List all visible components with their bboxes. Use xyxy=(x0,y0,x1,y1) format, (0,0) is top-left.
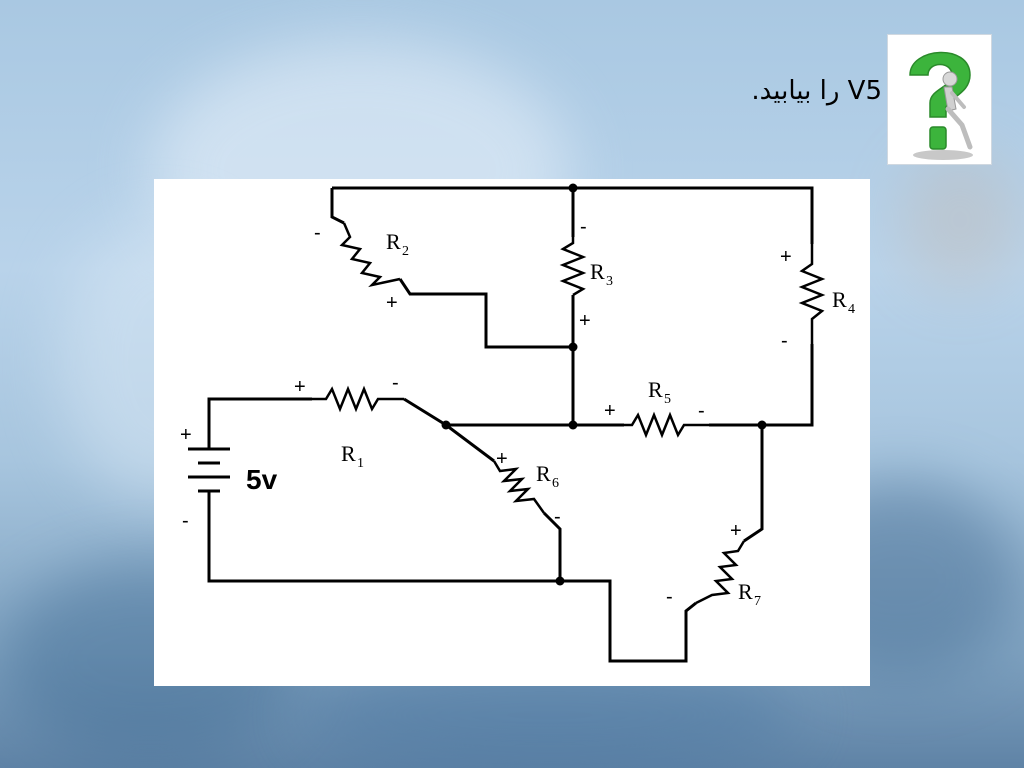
r3-minus: - xyxy=(580,216,587,238)
r3-plus: + xyxy=(579,310,591,332)
r7-minus: - xyxy=(666,586,673,608)
r6-minus: - xyxy=(554,506,561,528)
wire-r2-right xyxy=(398,278,573,349)
label-r5: R xyxy=(648,377,663,402)
wire-r5-right xyxy=(709,423,764,543)
r4-minus: - xyxy=(781,330,788,352)
resistor-r6 xyxy=(492,460,546,514)
node-dot xyxy=(568,183,578,193)
r2-minus: - xyxy=(314,222,321,244)
node-dot xyxy=(441,420,451,430)
resistor-r5 xyxy=(624,411,709,439)
r7-plus: + xyxy=(730,520,742,542)
resistor-r7 xyxy=(695,540,746,605)
resistor-r4 xyxy=(798,244,826,344)
r4-plus: + xyxy=(780,246,792,268)
label-r4-index: 4 xyxy=(848,302,855,317)
battery-plus: + xyxy=(180,424,192,446)
label-r3: R xyxy=(590,259,605,284)
battery-symbol xyxy=(188,441,230,501)
label-r5-index: 5 xyxy=(664,392,671,407)
wire-bottom xyxy=(207,501,697,663)
label-r7-index: 7 xyxy=(754,594,761,609)
node-dot xyxy=(568,420,578,430)
label-r2-index: 2 xyxy=(402,244,409,259)
label-r4: R xyxy=(832,287,847,312)
label-r6-index: 6 xyxy=(552,476,559,491)
label-r3-index: 3 xyxy=(606,274,613,289)
wire-r6-bottom xyxy=(542,511,562,581)
r5-plus: + xyxy=(604,400,616,422)
label-r7: R xyxy=(738,579,753,604)
question-mark-figure-icon xyxy=(887,34,992,165)
wire-r1-right xyxy=(403,397,495,463)
node-dot xyxy=(568,342,578,352)
wire-top xyxy=(332,186,814,244)
r5-minus: - xyxy=(698,400,705,422)
label-r2: R xyxy=(386,229,401,254)
label-r1: R xyxy=(341,441,356,466)
node-dot xyxy=(555,576,565,586)
label-r6: R xyxy=(536,461,551,486)
label-r1-index: 1 xyxy=(357,456,364,471)
node-dot xyxy=(757,420,767,430)
slide-title: V5 را بیابید. xyxy=(751,76,882,106)
wire-r2-left xyxy=(330,188,345,225)
resistor-r2 xyxy=(339,222,401,288)
r1-minus: - xyxy=(392,372,399,394)
wire-r4-bottom xyxy=(762,344,814,427)
r6-plus: + xyxy=(496,448,508,470)
r2-plus: + xyxy=(386,292,398,314)
resistor-r3 xyxy=(559,237,587,297)
battery-minus: - xyxy=(182,510,189,532)
r1-plus: + xyxy=(294,376,306,398)
wire-r1-left xyxy=(207,397,312,441)
source-voltage-label: 5v xyxy=(246,464,278,495)
resistor-r1 xyxy=(312,385,404,413)
